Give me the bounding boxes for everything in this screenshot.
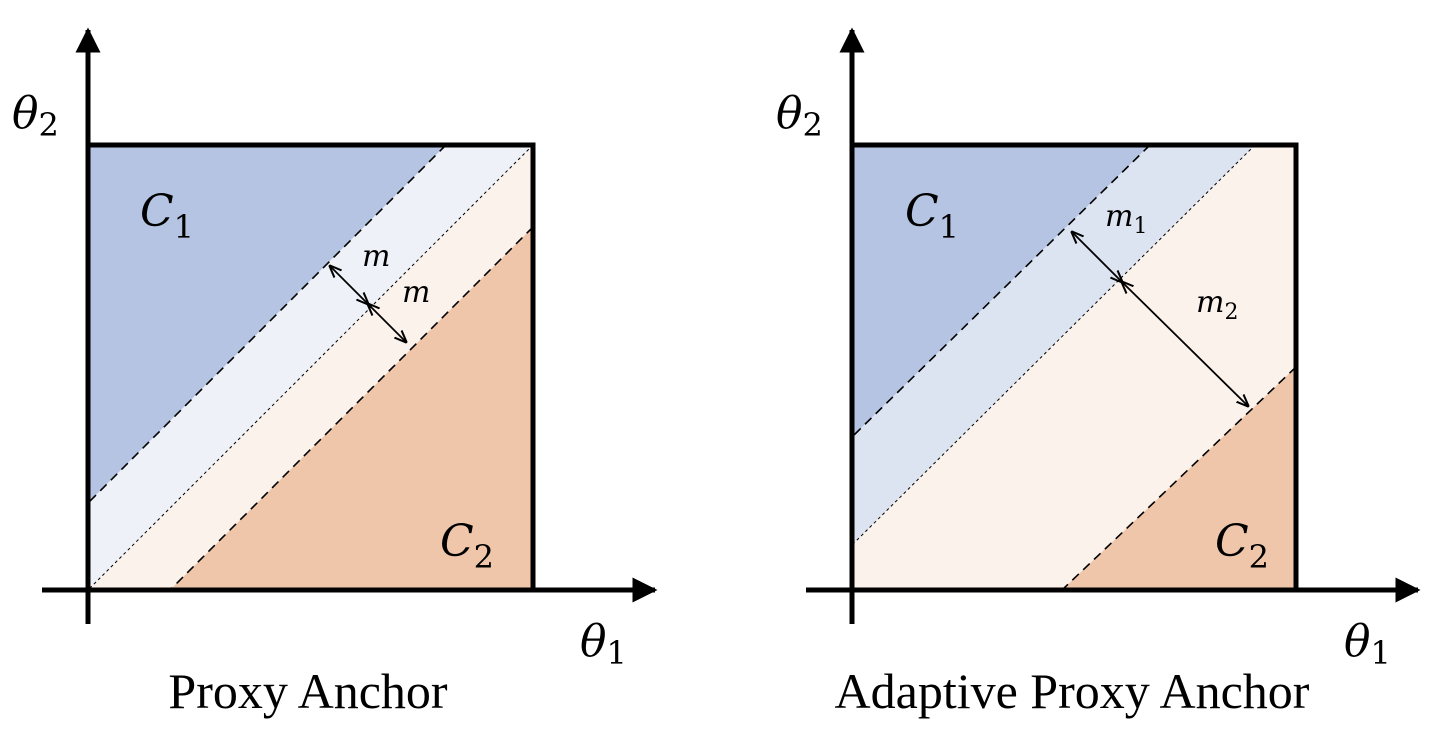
panel-caption: Proxy Anchor (168, 663, 448, 719)
class1-boundary-line (851, 144, 1151, 438)
margin-label-1: m1 (1105, 199, 1147, 239)
plot-frame (852, 142, 1299, 590)
class1-label: C1 (905, 186, 959, 246)
class2-margin-band (852, 145, 1296, 590)
margin-label-2: m (402, 275, 430, 310)
panel-adaptive-proxy-anchor: θ2 θ1 C1 C2 m1 m2 Adaptive Proxy Anchor (776, 27, 1421, 719)
margin-label-2: m2 (1196, 285, 1238, 325)
margin-arrow-class2 (368, 304, 406, 342)
panel-caption: Adaptive Proxy Anchor (835, 663, 1310, 719)
margin-label-1: m (362, 239, 390, 274)
class2-label: C2 (440, 516, 494, 576)
y-axis-label: θ2 (776, 88, 823, 144)
decision-boundary-line (87, 144, 534, 591)
class2-label: C2 (1215, 516, 1269, 576)
decision-boundary-line (851, 144, 1256, 546)
margin-arrow-class2 (1122, 282, 1248, 406)
class2-boundary-line (1061, 366, 1297, 591)
margin-arrow-class1 (330, 266, 368, 304)
y-axis-label: θ2 (12, 88, 59, 144)
plot-frame (88, 142, 536, 590)
x-axis-label: θ1 (580, 616, 627, 672)
panel-proxy-anchor: θ2 θ1 C1 C2 m m Proxy Anchor (12, 27, 658, 719)
margin-arrow-class1 (1072, 232, 1122, 282)
class1-label: C1 (140, 186, 194, 246)
class2-boundary-line (169, 226, 534, 591)
x-axis-label: θ1 (1344, 616, 1391, 672)
class1-boundary-line (87, 144, 447, 504)
